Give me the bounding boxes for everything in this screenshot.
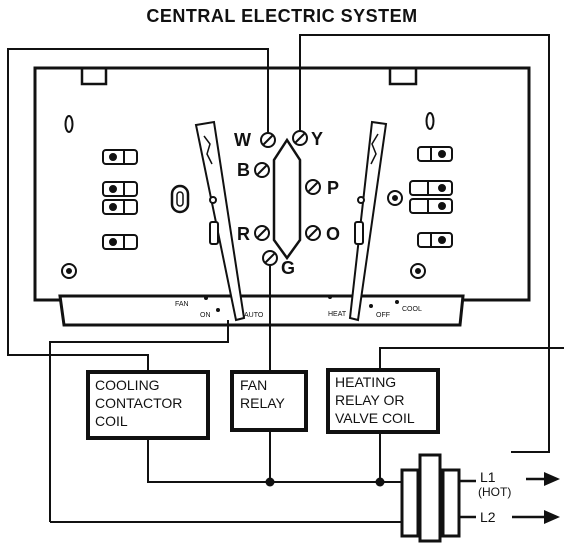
terminal-b-label: B: [237, 160, 250, 180]
off-label: OFF: [376, 312, 390, 319]
terminal-y-label: Y: [311, 129, 323, 149]
heating-line-1: HEATING: [335, 374, 396, 390]
diagram-title: CENTRAL ELECTRIC SYSTEM: [146, 6, 418, 26]
terminal-p-label: P: [327, 178, 339, 198]
heat-label: HEAT: [328, 311, 347, 318]
system-switch-lever: [348, 120, 388, 322]
fan-switch-lever: [194, 120, 246, 322]
fan-switch-label: FAN: [175, 301, 189, 308]
fan-relay-box: FAN RELAY: [230, 370, 308, 432]
cooling-line-2: CONTACTOR: [95, 395, 182, 411]
terminal-plate: [272, 137, 302, 261]
fan-relay-line-1: FAN: [240, 377, 267, 393]
heating-line-3: VALVE COIL: [335, 410, 415, 426]
terminal-o-label: O: [326, 224, 340, 244]
heating-line-2: RELAY OR: [335, 392, 405, 408]
heating-relay-box: HEATING RELAY OR VALVE COIL: [326, 368, 440, 434]
terminal-g-label: G: [281, 258, 295, 278]
fan-relay-line-2: RELAY: [240, 395, 286, 411]
cooling-line-1: COOLING: [95, 377, 160, 393]
junction-dots: [265, 477, 385, 487]
wires: [7, 34, 564, 523]
transformer-symbol: [400, 453, 461, 543]
fan-auto-label: AUTO: [244, 312, 264, 319]
left-connector-tabs: [102, 149, 138, 250]
power-lines: [459, 472, 560, 524]
l1-label: L1: [480, 469, 496, 485]
terminal-screws: [254, 130, 321, 266]
cool-label: COOL: [402, 306, 422, 313]
fan-on-label: ON: [200, 312, 211, 319]
l1-hot-label: (HOT): [478, 485, 511, 499]
right-connector-tabs: [409, 146, 453, 248]
switch-position-dots: [204, 295, 399, 312]
cooling-line-3: COIL: [95, 413, 128, 429]
l2-label: L2: [480, 509, 496, 525]
terminal-r-label: R: [237, 224, 250, 244]
terminal-w-label: W: [234, 130, 251, 150]
cooling-contactor-box: COOLING CONTACTOR COIL: [86, 370, 210, 440]
